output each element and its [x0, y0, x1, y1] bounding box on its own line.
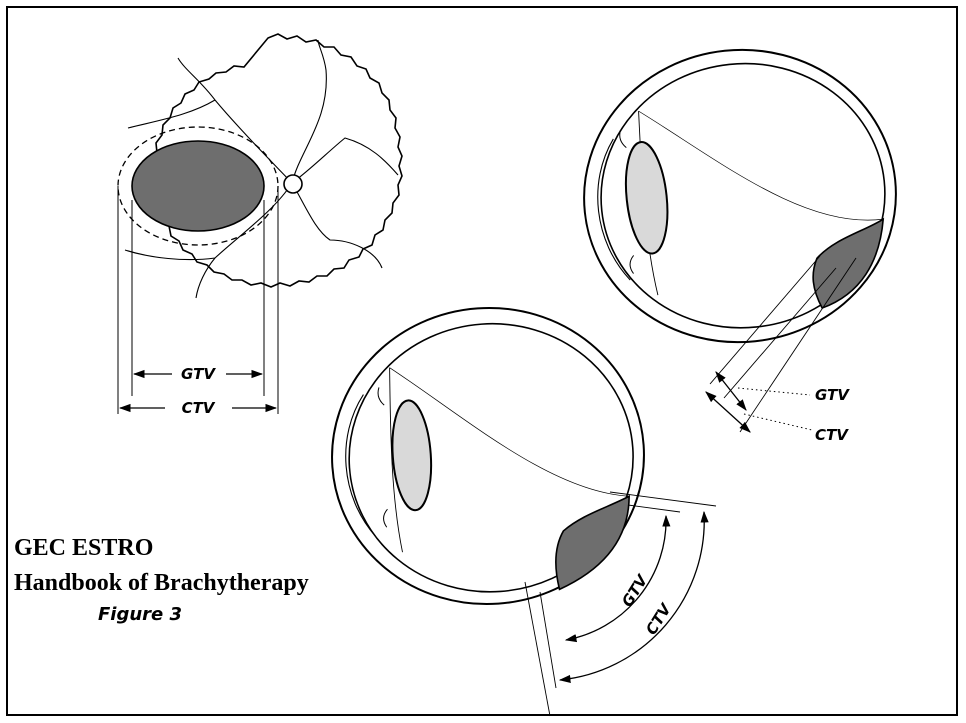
caption-title: GEC ESTRO — [14, 535, 153, 562]
gtv-label-bottom: GTV — [618, 571, 652, 610]
fundus-view: GTV CTV — [118, 34, 402, 417]
eye-section-bottom — [322, 297, 654, 614]
eye-section-right — [570, 34, 911, 357]
ctv-label-right: CTV — [815, 426, 849, 444]
caption-subtitle: Handbook of Brachytherapy — [14, 570, 309, 597]
optic-disc — [284, 175, 302, 193]
gtv-tumor — [132, 141, 264, 231]
ctv-label-fundus: CTV — [182, 399, 216, 417]
caption-figure-number: Figure 3 — [98, 604, 182, 625]
gtv-label-fundus: GTV — [181, 365, 216, 383]
gtv-label-right: GTV — [815, 386, 850, 404]
